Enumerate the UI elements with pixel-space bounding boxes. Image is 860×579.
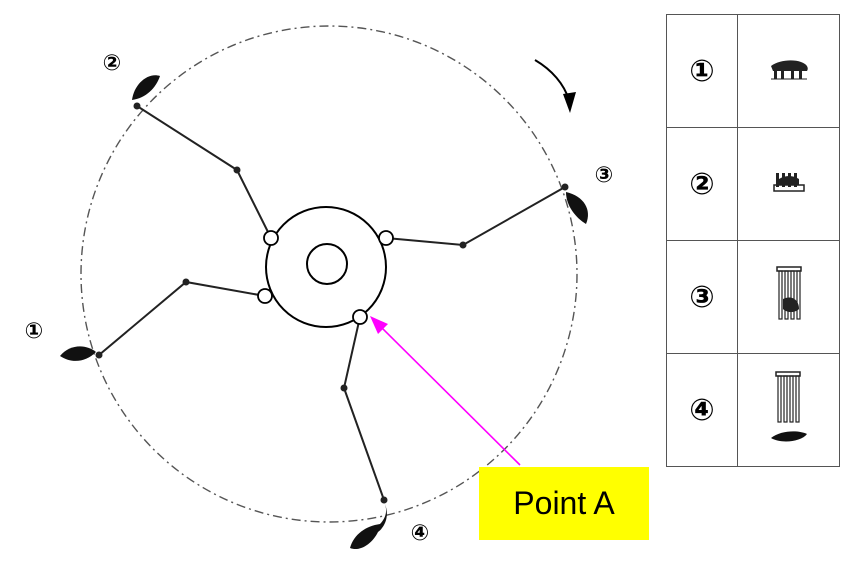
stage-3-icon bbox=[775, 265, 802, 320]
legend-number-cell: ④ bbox=[666, 353, 738, 467]
legend-row: ③ bbox=[666, 240, 840, 354]
stage-legend-table: ① ② ③ bbox=[666, 14, 840, 467]
diagram-label-3: ③ bbox=[595, 163, 614, 188]
stage-1-icon bbox=[770, 59, 808, 79]
diagram-label-2: ② bbox=[103, 51, 122, 76]
linkage-arm-2 bbox=[133, 102, 272, 239]
legend-number-cell: ③ bbox=[666, 240, 738, 354]
linkage-arm-4 bbox=[340, 316, 388, 504]
diagram-label-1: ① bbox=[25, 319, 44, 344]
stage-2-icon bbox=[772, 172, 805, 192]
legend-number: ① bbox=[689, 53, 715, 89]
diagram-label-4: ④ bbox=[411, 521, 430, 546]
linkage-arm-3 bbox=[385, 183, 569, 249]
leaf-4-icon bbox=[350, 502, 387, 550]
rotary-linkage-diagram: ② ③ ① ④ bbox=[25, 25, 614, 550]
legend-row: ④ bbox=[666, 353, 840, 467]
legend-row: ① bbox=[666, 14, 840, 128]
leaf-2-icon bbox=[132, 75, 160, 100]
legend-number-cell: ① bbox=[666, 14, 738, 128]
legend-number: ④ bbox=[689, 392, 715, 428]
point-a-pointer-arrow bbox=[370, 316, 521, 466]
legend-row: ② bbox=[666, 127, 840, 241]
legend-number: ② bbox=[689, 166, 715, 202]
curved-arrow-icon bbox=[534, 59, 576, 113]
legend-icon-cell bbox=[737, 353, 840, 467]
leaf-3-icon bbox=[566, 192, 588, 224]
orbit-path-circle bbox=[80, 25, 578, 523]
pivot-pin-2 bbox=[263, 230, 279, 246]
legend-icon-cell bbox=[737, 127, 840, 241]
pivot-pin-1 bbox=[257, 288, 273, 304]
linkage-arm-1 bbox=[95, 278, 266, 359]
leaf-1-icon bbox=[60, 346, 96, 361]
point-a-label: Point A bbox=[513, 485, 615, 521]
hub-bore bbox=[306, 243, 348, 285]
stage-4-icon bbox=[770, 370, 807, 441]
legend-icon-cell bbox=[737, 14, 840, 128]
legend-number: ③ bbox=[689, 279, 715, 315]
legend-icon-cell bbox=[737, 240, 840, 354]
pivot-pin-3 bbox=[378, 230, 394, 246]
legend-number-cell: ② bbox=[666, 127, 738, 241]
point-a-pivot-pin bbox=[352, 309, 368, 325]
point-a-callout: Point A bbox=[479, 467, 649, 540]
